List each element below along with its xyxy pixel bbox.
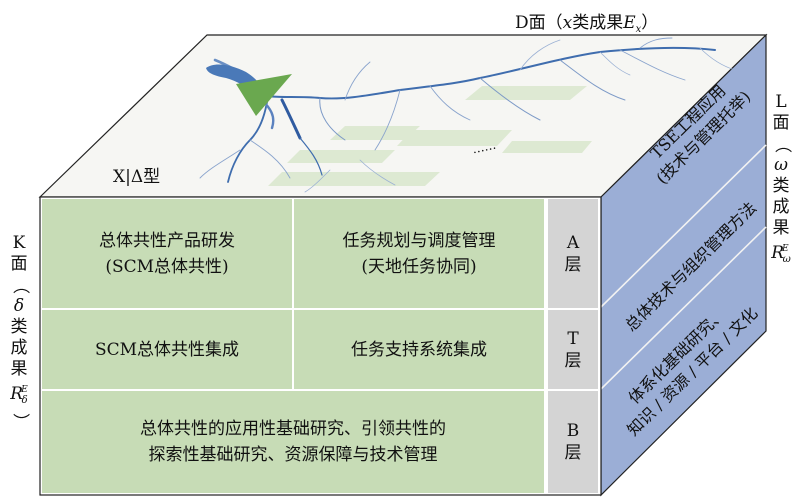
l-face-char-0: L	[775, 92, 787, 112]
layer-bg-t	[548, 310, 598, 389]
cell-task-planning: 任务规划与调度管理 (天地任务协同)	[294, 199, 544, 308]
cell-bg-t2	[294, 310, 544, 389]
d-face-sub: x	[635, 24, 642, 35]
layer-b-char: 层	[564, 443, 582, 463]
l-face-char-1: 面	[772, 113, 790, 133]
k-face-char-4: 类	[10, 317, 28, 337]
cell-basic-research: 总体共性的应用性基础研究、引领共性的 探索性基础研究、资源保障与技术管理	[42, 391, 544, 493]
k-face-symbol: REδ	[10, 380, 27, 411]
layer-a-char: 层	[564, 254, 582, 275]
layer-a-letter: A	[566, 232, 580, 253]
cell-b-line2: 探索性基础研究、资源保障与技术管理	[148, 445, 438, 465]
l-face-sym: R	[771, 243, 785, 263]
k-face-close: ）	[9, 413, 30, 430]
l-face-char-6: 果	[772, 218, 790, 238]
k-face-sub: δ	[21, 395, 28, 406]
l-face-sub: ω	[782, 254, 791, 265]
k-face-char-6: 果	[10, 359, 28, 379]
k-face-label: K 面 （ δ 类 成 果 REδ ）	[4, 233, 34, 432]
l-face-char-4: 类	[772, 176, 790, 196]
d-face-prefix: D面（	[515, 13, 563, 33]
layer-b-label: B 层	[548, 391, 598, 493]
cell-a2-line1: 任务规划与调度管理	[342, 230, 496, 251]
l-face-char-2: （	[771, 136, 792, 153]
layer-t-letter: T	[567, 328, 579, 349]
side-divider-1	[600, 144, 767, 308]
d-face-title: D面（x类成果Ex）	[515, 8, 658, 35]
cell-bg-b	[42, 391, 544, 493]
top-face-patches	[268, 86, 592, 186]
k-face-char-2: （	[9, 277, 30, 294]
side-divider-2	[600, 226, 767, 390]
l-face-symbol: REω	[771, 239, 791, 270]
cell-b-line1: 总体共性的应用性基础研究、引领共性的	[140, 419, 446, 439]
l-face-label: L 面 （ ω 类 成 果 REω	[767, 92, 793, 270]
k-face-char-3: δ	[13, 296, 25, 316]
layer-bg-a	[548, 199, 598, 308]
l-face-char-5: 成	[772, 197, 790, 217]
cell-bg-a1	[42, 199, 292, 308]
k-face-sup: E	[21, 385, 28, 395]
k-face-sym: R	[10, 384, 24, 404]
cell-task-support: 任务支持系统集成	[294, 310, 544, 389]
cell-bg-t1	[42, 310, 292, 389]
layer-a-label: A 层	[548, 199, 598, 308]
layer-bg-b	[548, 391, 598, 493]
layer-t-char: 层	[564, 350, 582, 371]
layer-b-letter: B	[566, 421, 580, 441]
cell-scm-product-rd: 总体共性产品研发 (SCM总体共性)	[42, 199, 292, 308]
cell-a1-line2: (SCM总体共性)	[105, 256, 229, 277]
k-face-char-5: 成	[10, 338, 28, 358]
cell-scm-integration: SCM总体共性集成	[42, 310, 292, 389]
l-face-sup: E	[782, 244, 789, 254]
cell-t1-text: SCM总体共性集成	[94, 339, 240, 360]
d-face-sym: E	[623, 13, 636, 33]
cell-bg-a2	[294, 199, 544, 308]
k-face-char-1: 面	[10, 254, 28, 274]
d-face-var: x	[562, 13, 573, 33]
k-face-char-0: K	[12, 233, 26, 253]
delta-label: X|Δ型	[113, 167, 161, 187]
l-face-char-3: ω	[774, 155, 788, 175]
cell-a2-line2: (天地任务协同)	[361, 256, 477, 277]
green-triangle	[236, 74, 292, 116]
layer-t-label: T 层	[548, 310, 598, 389]
d-face-suffix: ）	[641, 13, 659, 33]
cell-a1-line1: 总体共性产品研发	[99, 230, 235, 251]
cell-t2-text: 任务支持系统集成	[351, 339, 487, 360]
d-face-mid: 类成果	[572, 13, 624, 33]
